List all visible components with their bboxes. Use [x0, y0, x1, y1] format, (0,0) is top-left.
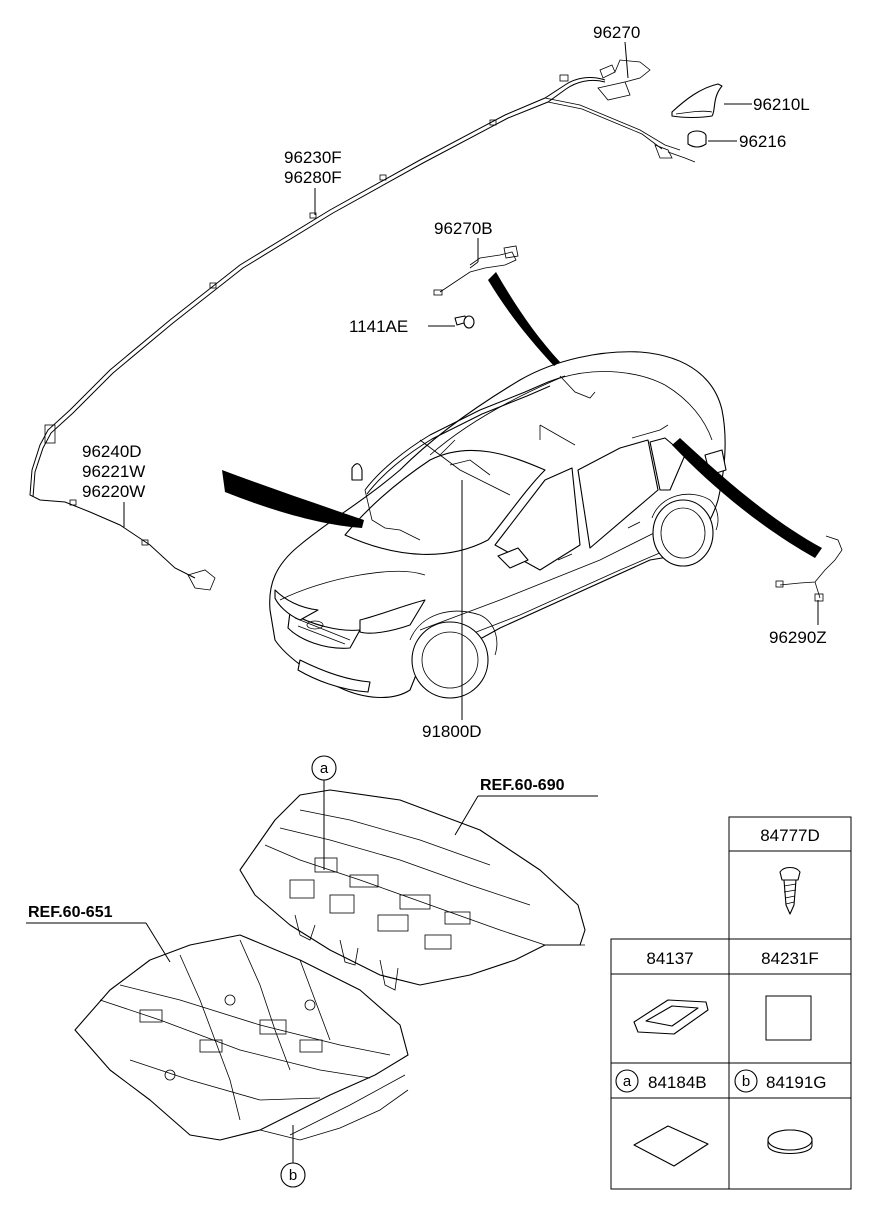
ref-60-690: REF.60-690 [454, 777, 598, 836]
table-marker-b: b [742, 1073, 750, 1090]
label-1141AE: 1141AE [349, 317, 408, 336]
table-cell-84231F: 84231F [761, 949, 819, 968]
label-96270: 96270 [593, 23, 640, 42]
label-96210L: 96210L [753, 95, 810, 114]
rear-floor-panel [74, 934, 409, 1141]
tape-pad-icon [633, 1125, 709, 1167]
table-cell-84137: 84137 [646, 949, 693, 968]
ref-60-651: REF.60-651 [26, 904, 171, 963]
label-91800D: 91800D [422, 722, 482, 741]
part-96216-nut [687, 130, 737, 148]
part-1141AE-screw [428, 315, 475, 329]
screw-icon [779, 866, 801, 915]
marker-a-text: a [320, 760, 329, 777]
label-96221W: 96221W [82, 462, 145, 481]
label-96240D: 96240D [82, 442, 142, 461]
part-96270-module [597, 41, 651, 101]
part-96210L-antenna [671, 83, 752, 119]
table-cell-84777D: 84777D [760, 826, 820, 845]
marker-b: b [280, 1125, 306, 1188]
label-96230F: 96230F [284, 148, 342, 167]
label-96280F: 96280F [284, 168, 342, 187]
ref-60-690-text: REF.60-690 [480, 777, 565, 794]
label-96220W: 96220W [82, 482, 145, 501]
marker-b-text: b [289, 1167, 297, 1184]
table-cell-84184B: 84184B [648, 1073, 707, 1092]
table-marker-a: a [623, 1073, 632, 1090]
roof-harness-cable [29, 74, 696, 591]
car-illustration [269, 351, 727, 720]
label-96216: 96216 [739, 132, 786, 151]
marker-a: a [311, 755, 337, 870]
table-cell-84191G: 84191G [766, 1073, 827, 1092]
rear-shelf-panel [239, 789, 586, 991]
square-pad-icon [765, 995, 812, 1041]
part-96270B-harness [433, 238, 519, 296]
round-plug-icon [767, 1129, 813, 1155]
ref-60-651-text: REF.60-651 [28, 904, 113, 921]
grommet-ring-icon [633, 999, 709, 1035]
part-96290Z-harness [775, 535, 843, 625]
parts-table: 84777D 84137 84231F a 84184B b 84191G [610, 816, 852, 1190]
label-96270B: 96270B [434, 219, 493, 238]
label-96290Z: 96290Z [769, 628, 827, 647]
callout-wedges [222, 272, 822, 558]
